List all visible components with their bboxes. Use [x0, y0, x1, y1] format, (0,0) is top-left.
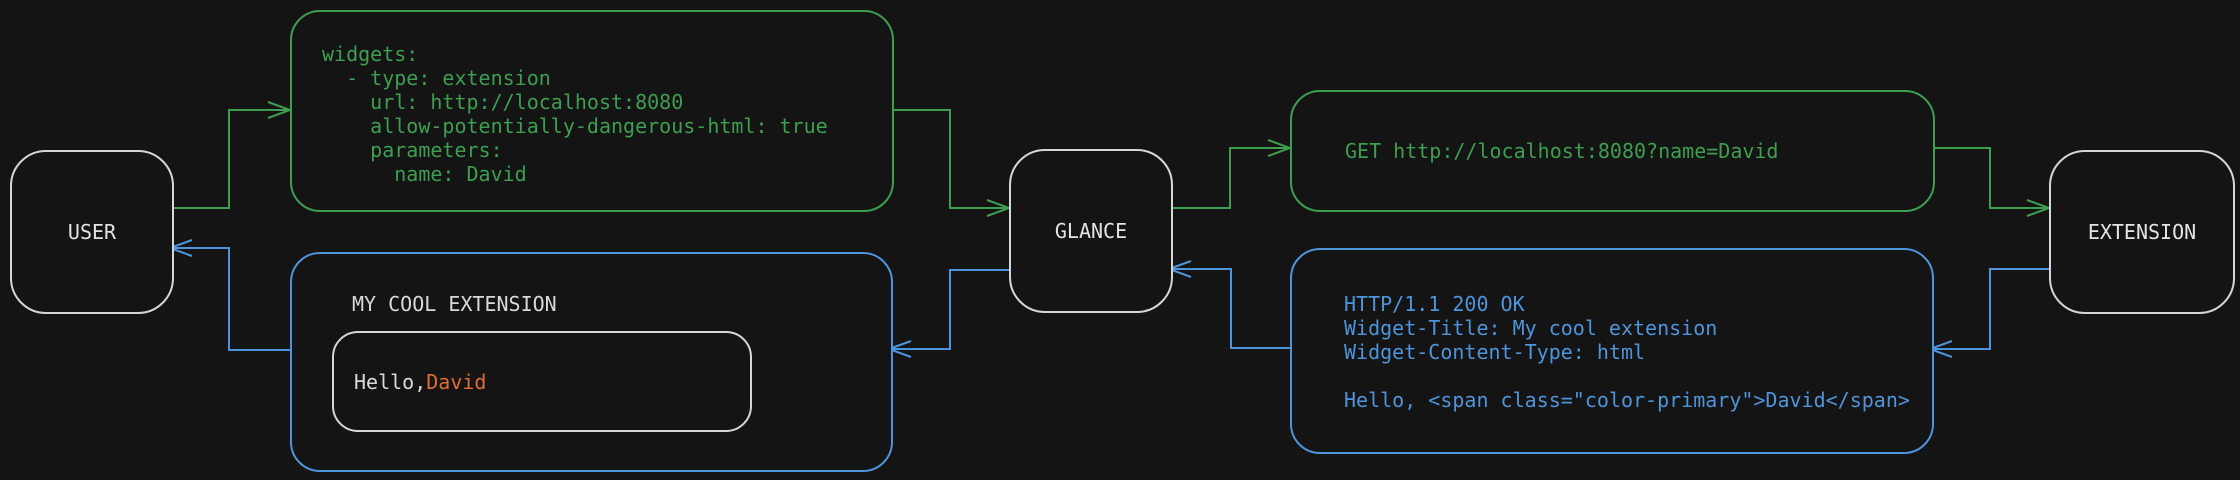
widget-preview-box: Hello, David: [332, 331, 752, 432]
http-response-box: HTTP/1.1 200 OK Widget-Title: My cool ex…: [1290, 248, 1934, 454]
extension-node-label: EXTENSION: [2087, 220, 2197, 244]
request-to-extension-arrow: [1931, 147, 2052, 217]
user-node-label: USER: [67, 220, 117, 244]
extension-to-response-arrow: [1927, 268, 2049, 358]
config-to-glance-arrow: [890, 109, 1012, 217]
glance-node: GLANCE: [1009, 149, 1173, 313]
glance-to-widget-arrow: [886, 269, 1009, 358]
http-request-box: GET http://localhost:8080?name=David: [1290, 90, 1935, 212]
user-node: USER: [10, 150, 174, 314]
extension-node: EXTENSION: [2049, 150, 2235, 314]
greeting-name: David: [426, 369, 487, 394]
glance-node-label: GLANCE: [1054, 219, 1128, 243]
user-to-config-arrow: [170, 101, 293, 209]
config-yaml-box: widgets: - type: extension url: http://l…: [290, 10, 894, 212]
widget-title: MY COOL EXTENSION: [352, 292, 557, 316]
response-to-glance-arrow: [1166, 260, 1290, 349]
http-response-text: HTTP/1.1 200 OK Widget-Title: My cool ex…: [1344, 292, 1910, 412]
widget-to-user-arrow: [167, 239, 290, 351]
greeting-prefix: Hello,: [354, 369, 427, 394]
widget-render-box: MY COOL EXTENSION Hello, David: [290, 252, 893, 472]
glance-to-request-arrow: [1169, 139, 1293, 209]
config-yaml-code: widgets: - type: extension url: http://l…: [322, 42, 828, 186]
http-request-text: GET http://localhost:8080?name=David: [1345, 139, 1779, 163]
